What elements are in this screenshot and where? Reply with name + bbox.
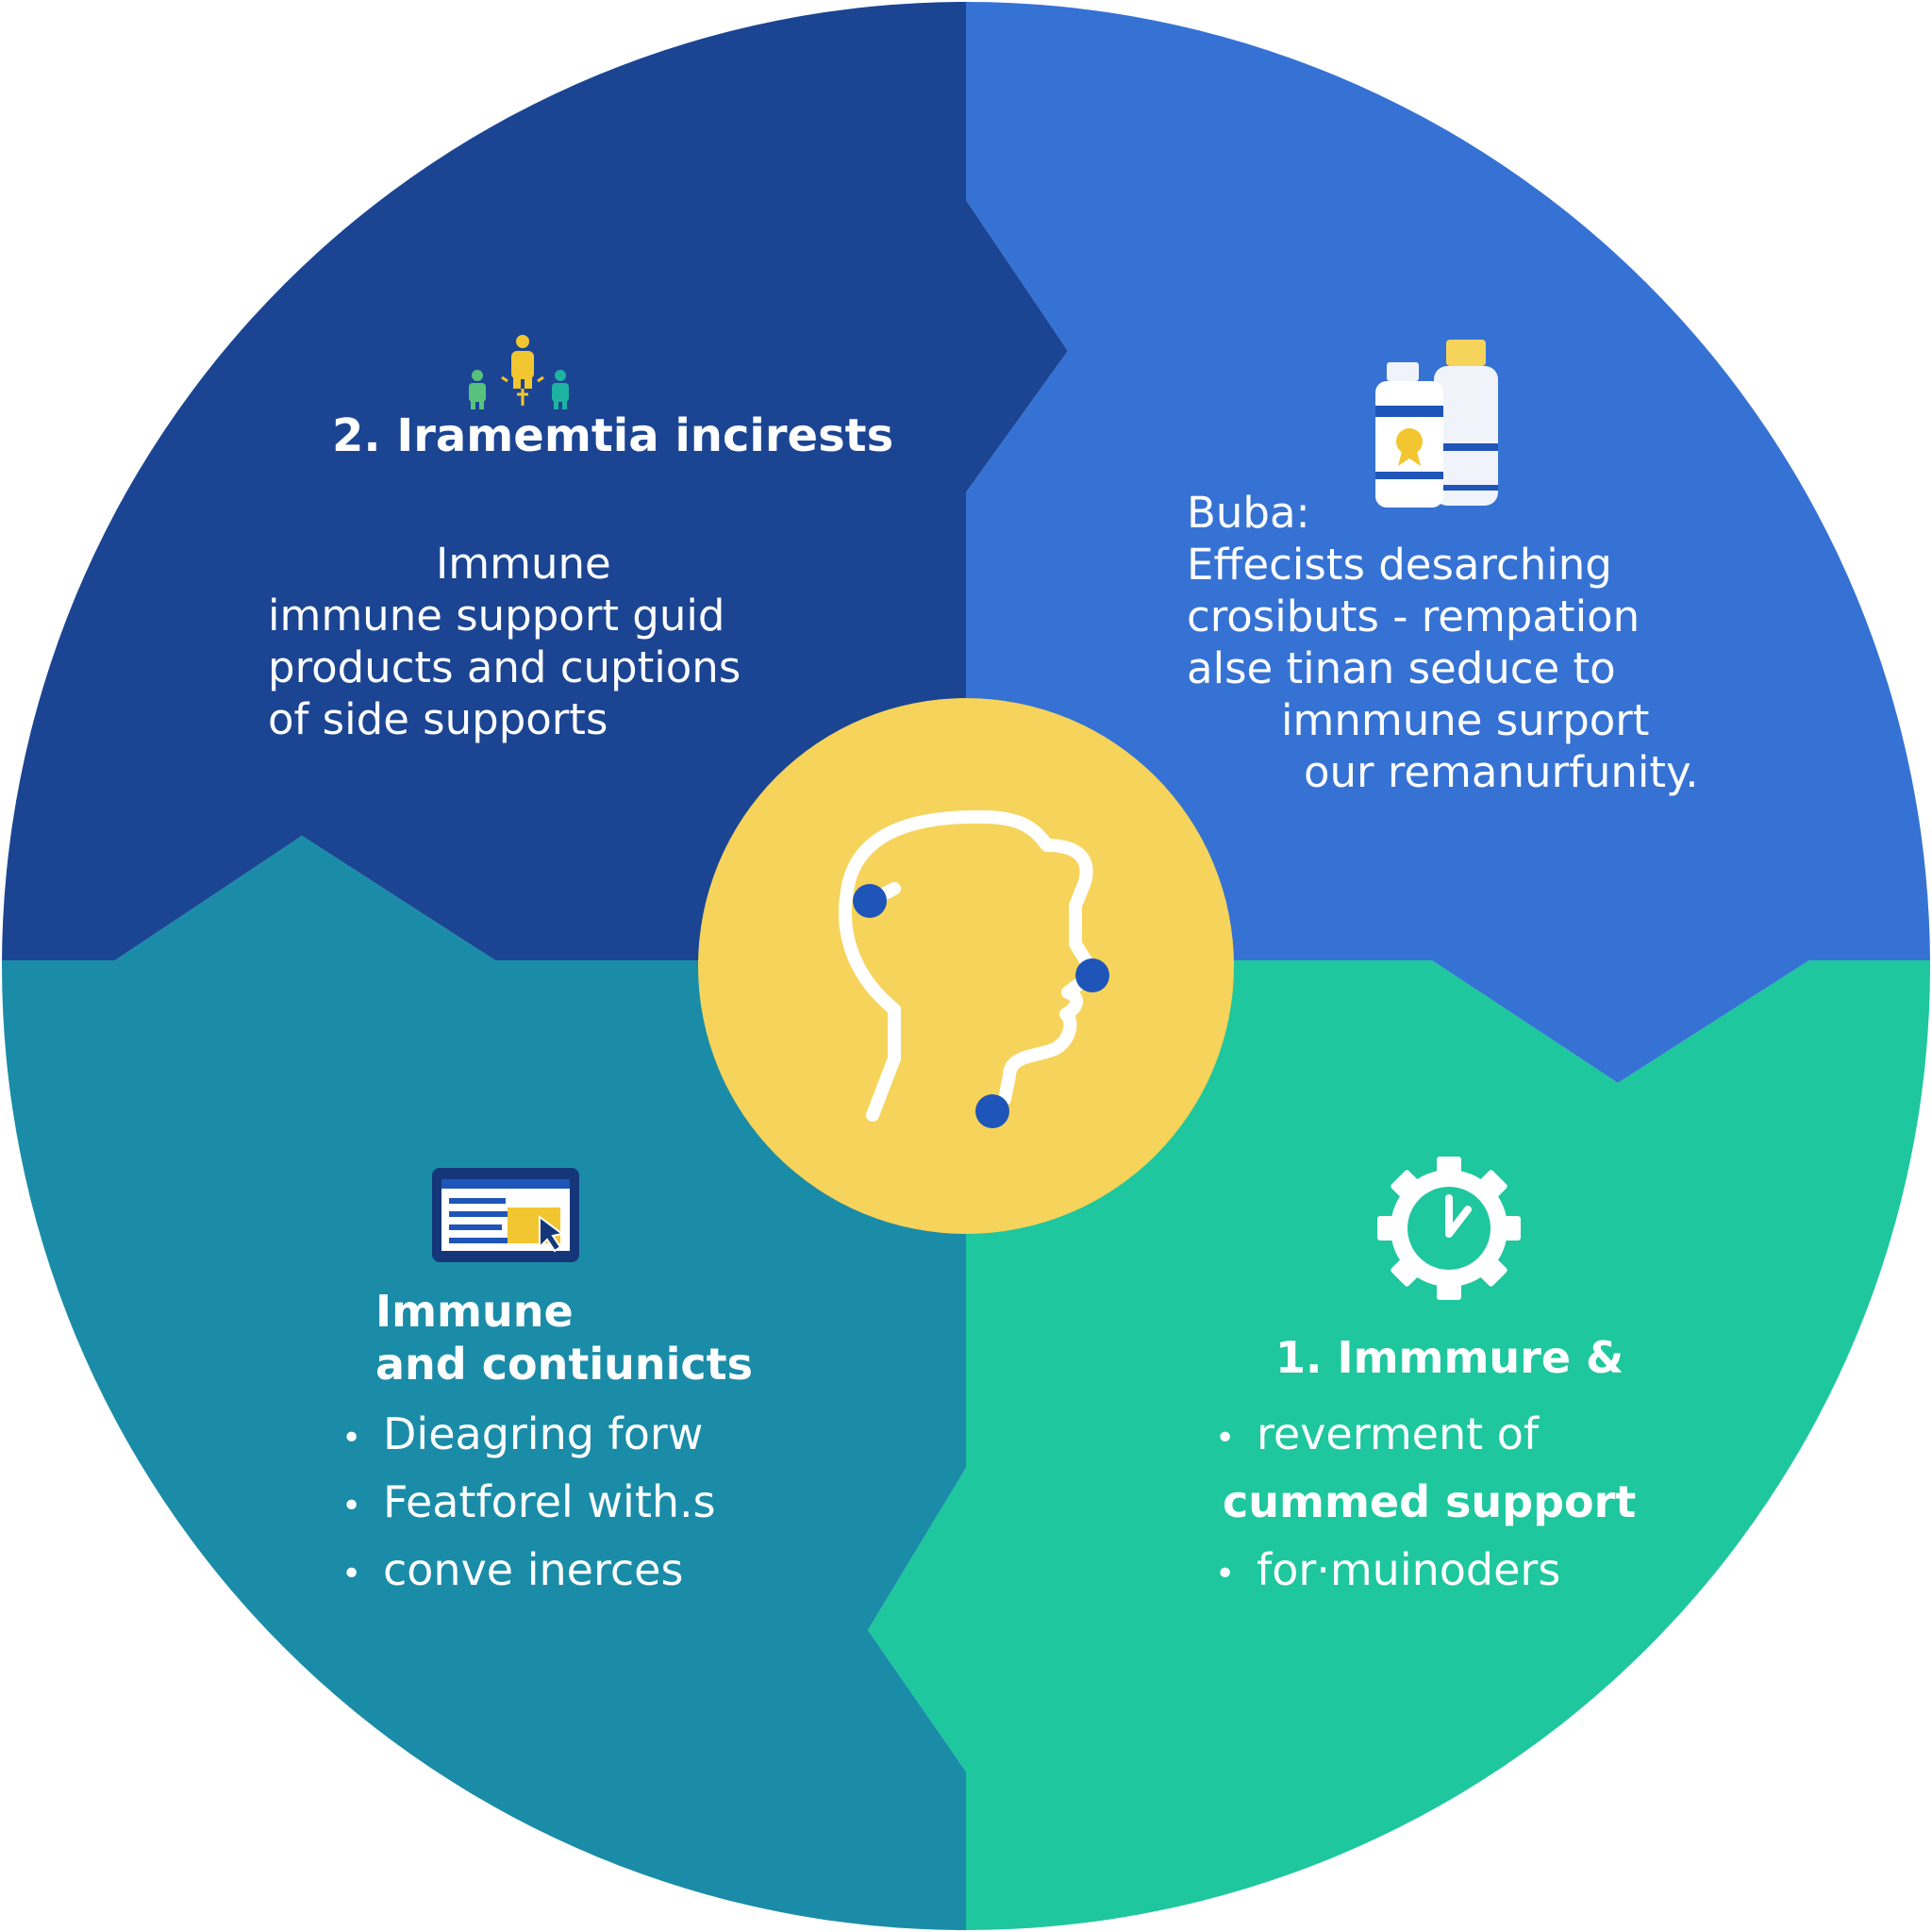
top-right-line: our remanurfunity. (1304, 747, 1699, 797)
bottom-left-bullet-text: Dieagring forw (383, 1408, 704, 1459)
bottom-left-bullets: •Dieagring forw •Featforel with.s •conve… (341, 1400, 716, 1604)
list-item: •conve inerces (341, 1544, 684, 1595)
bottom-left-bullet-text: conve inerces (383, 1544, 684, 1595)
bottom-right-item-text: cummed support (1223, 1476, 1637, 1527)
top-right-line: Effecists desarching (1187, 540, 1612, 590)
browser-window-icon (432, 1168, 579, 1262)
top-left-title: 2. Iramemtia incirests (332, 409, 894, 462)
top-left-line: of side supports (268, 694, 608, 744)
people-icon (469, 335, 569, 409)
bottom-left-bullet-text: Featforel with.s (383, 1476, 716, 1527)
top-left-line: products and cuptions (268, 642, 741, 692)
list-item: • reverment of (1215, 1400, 1636, 1468)
top-right-line: crosibuts - rempation (1187, 591, 1641, 641)
top-left-line: Immune (436, 539, 611, 589)
bottom-left-title: Immune and contiunicts (375, 1285, 753, 1391)
head-dot-top (853, 884, 887, 918)
bottom-right-items: • reverment of cummed support • for·muinod… (1215, 1400, 1636, 1604)
head-dot-face (1075, 958, 1109, 992)
top-right-line: imnmune surport (1281, 695, 1650, 745)
gear-clock-icon (1377, 1157, 1521, 1300)
bullet: • (1215, 1555, 1236, 1593)
head-dot-neck (975, 1094, 1009, 1128)
bottles-icon (1375, 340, 1498, 508)
list-item: •Dieagring forw (341, 1408, 704, 1459)
bullet: • (1215, 1419, 1236, 1457)
list-item: cummed support (1215, 1468, 1636, 1536)
top-left-body: Immune immune support guid products and … (268, 538, 741, 745)
center-circle (698, 698, 1234, 1234)
list-item: • for·muinoders (1215, 1536, 1636, 1604)
list-item: •Featforel with.s (341, 1476, 716, 1527)
top-right-line: Buba: (1187, 488, 1310, 538)
top-right-body: Buba: Effecists desarching crosibuts - r… (1187, 487, 1699, 798)
top-left-line: immune support guid (268, 591, 725, 641)
bottom-left-title-line: and contiunicts (375, 1339, 754, 1390)
bottom-right-item-text: reverment of (1257, 1408, 1540, 1459)
bottom-left-title-line: Immune (375, 1286, 574, 1337)
bottom-right-item-text: for·muinoders (1257, 1544, 1561, 1595)
bottom-right-title: 1. Immmure & (1275, 1332, 1624, 1383)
top-right-line: alse tinan seduce to (1187, 643, 1616, 693)
